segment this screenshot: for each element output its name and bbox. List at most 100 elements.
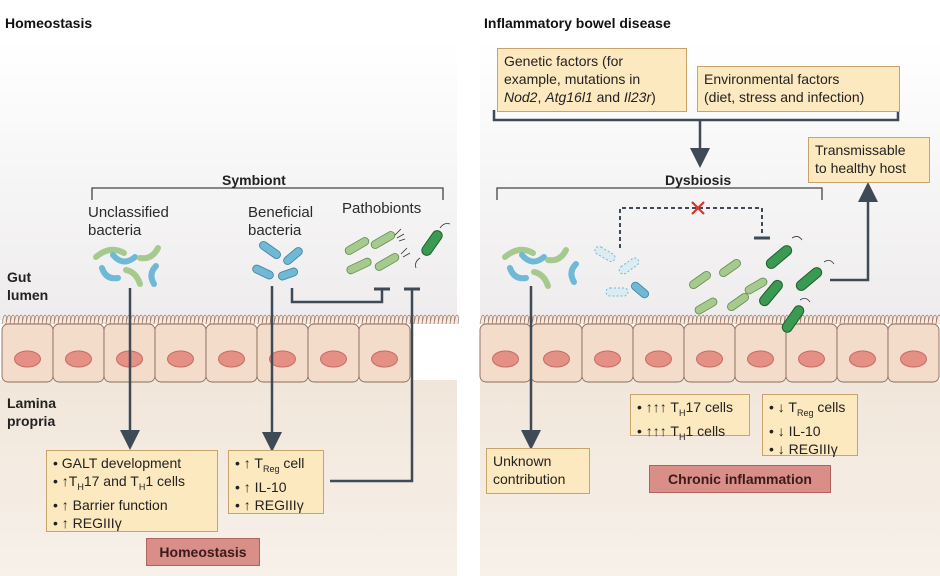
beneficial-label-2: bacteria (248, 222, 302, 239)
microvillus (779, 314, 785, 325)
microvillus (699, 314, 705, 325)
microvillus (321, 314, 327, 325)
cell-nucleus (492, 350, 519, 368)
microvillus (301, 314, 307, 325)
microvillus (651, 314, 657, 325)
pathobiont-bacteria-cluster (344, 223, 451, 275)
cell-nucleus (269, 350, 296, 368)
microvillus (37, 314, 43, 325)
microvillus (731, 314, 737, 325)
microvillus (17, 314, 23, 325)
microvillus (33, 314, 39, 325)
microvillus (369, 314, 375, 325)
microvillus (815, 314, 821, 325)
microvillus (639, 314, 645, 325)
microvillus (389, 314, 395, 325)
microvillus (293, 314, 299, 325)
microvillus (69, 314, 75, 325)
microvillus (539, 314, 545, 325)
microvillus (193, 314, 199, 325)
microvillus (799, 314, 805, 325)
microvillus (9, 314, 15, 325)
microvillus (851, 314, 857, 325)
microvillus (413, 314, 419, 325)
beneficial-inhibition-line (290, 288, 384, 304)
box1-line-4: • ↑ REGIIIγ (53, 514, 122, 531)
microvillus (185, 314, 191, 325)
microvillus (449, 314, 455, 325)
microvillus (763, 314, 769, 325)
microvillus (859, 314, 865, 325)
microvillus (719, 314, 725, 325)
cell-nucleus (849, 350, 876, 368)
microvillus (341, 314, 347, 325)
microvillus (297, 314, 303, 325)
microvillus (181, 314, 187, 325)
microvillus (133, 314, 139, 325)
microvillus (153, 314, 159, 325)
unknown-contribution-box: Unknown contribution (486, 448, 590, 494)
microvillus (281, 314, 287, 325)
microvillus (249, 314, 255, 325)
epithelium-left (1, 314, 459, 383)
cell-nucleus (167, 350, 194, 368)
th-cells-box: • ↑↑↑ TH17 cells • ↑↑↑ TH1 cells (630, 394, 750, 442)
microvillus (503, 314, 509, 325)
genetic-line-1: Genetic factors (for (504, 53, 624, 69)
inhibition-lost-line (619, 207, 763, 248)
left-lumen-bg (0, 40, 457, 320)
transmissable-line-1: Transmissable (815, 142, 906, 158)
microvillus (441, 314, 447, 325)
microvillus (197, 314, 203, 325)
microvillus (5, 314, 11, 325)
box1-line-3: • ↑ Barrier function (53, 496, 168, 513)
microvillus (479, 314, 485, 325)
microvillus (771, 314, 777, 325)
microvillus (759, 314, 765, 325)
treg-line-2: • ↓ IL-10 (769, 422, 821, 439)
homeostasis-effects-box: • GALT development • ↑TH17 and TH1 cells… (46, 450, 218, 532)
lamina-propria-label-2: propria (7, 413, 56, 429)
microvillus (483, 314, 489, 325)
microvillus (165, 314, 171, 325)
microvillus (755, 314, 761, 325)
cell-nucleus (645, 350, 672, 368)
microvillus (495, 314, 501, 325)
box2-line-3: • ↑ REGIIIγ (235, 496, 304, 513)
microvillus (49, 314, 55, 325)
cell-nucleus (218, 350, 245, 368)
microvillus (41, 314, 47, 325)
microvillus (679, 314, 685, 325)
microvillus (635, 314, 641, 325)
symbiont-bracket (91, 187, 444, 200)
microvillus (659, 314, 665, 325)
expanded-pathobionts (689, 236, 835, 333)
microvillus (121, 314, 127, 325)
microvillus (109, 314, 115, 325)
microvillus (507, 314, 513, 325)
microvillus (611, 314, 617, 325)
microvillus (827, 314, 833, 325)
microvillus (117, 314, 123, 325)
microvillus (61, 314, 67, 325)
microvillus (571, 314, 577, 325)
microvillus (361, 314, 367, 325)
unknown-line-2: contribution (493, 471, 566, 487)
microvillus (453, 314, 459, 325)
env-line-2: (diet, stress and infection) (704, 89, 865, 105)
microvillus (233, 314, 239, 325)
microvillus (421, 314, 427, 325)
microvillus (225, 314, 231, 325)
microvillus (695, 314, 701, 325)
microvillus (911, 314, 917, 325)
genetic-line-3: Nod2, Atg16l1 and Il23r) (504, 89, 656, 105)
microvillus (13, 314, 19, 325)
microvillus (417, 314, 423, 325)
th-line-2: • ↑↑↑ TH1 cells (637, 422, 726, 442)
transmission-arrow (830, 182, 878, 282)
cell-nucleus (696, 350, 723, 368)
microvillus (337, 314, 343, 325)
microvillus (671, 314, 677, 325)
transmissable-line-2: to healthy host (815, 160, 907, 176)
microvillus (349, 314, 355, 325)
